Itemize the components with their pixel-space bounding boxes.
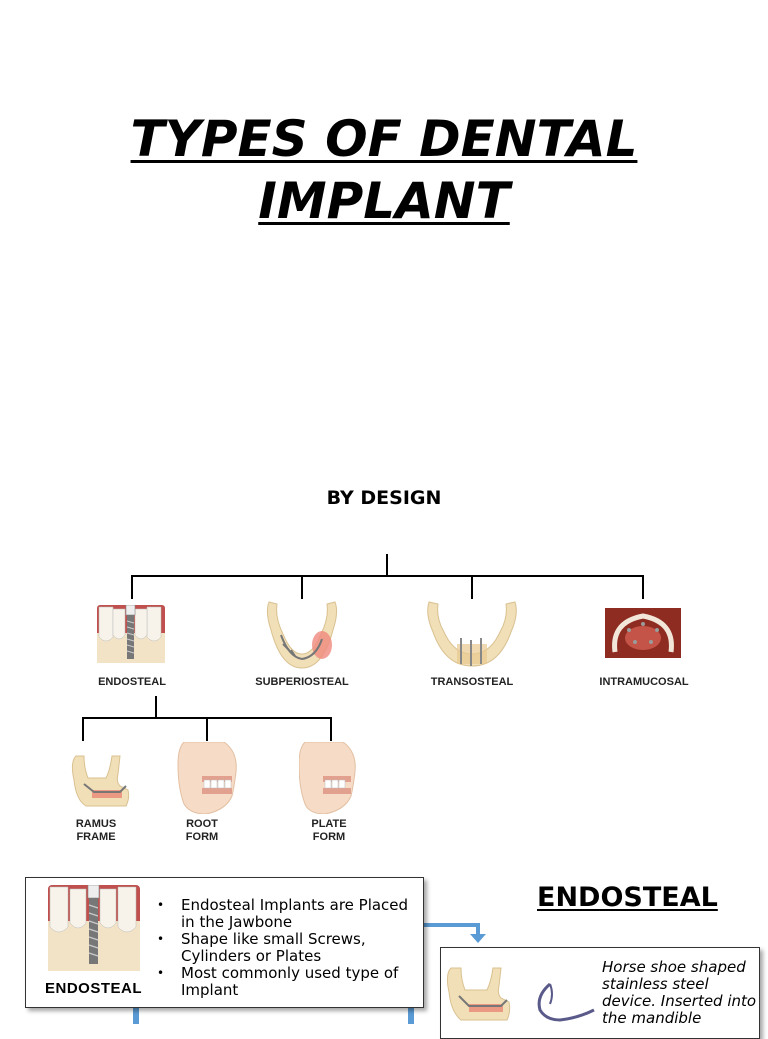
subperiosteal-jaw-icon [265, 600, 339, 674]
root-form-face-icon [176, 741, 238, 818]
ramus-frame-label-line-2: FRAME [76, 831, 116, 843]
horseshoe-device-icon [520, 980, 598, 1028]
title-line-1: TYPES OF DENTAL [130, 110, 638, 168]
transosteal-label: TRANSOSTEAL [430, 676, 514, 688]
plate-form-label-line-1: PLATE [311, 818, 347, 830]
endosteal-section-heading: ENDOSTEAL [537, 882, 718, 913]
subperiosteal-label: SUBPERIOSTEAL [255, 676, 349, 688]
page-title: TYPES OF DENTAL IMPLANT [0, 108, 768, 232]
ramus-frame-jaw-icon [70, 754, 132, 814]
endosteal-bullet-list: Endosteal Implants are Placed in the Jaw… [157, 897, 417, 999]
plate-form-face-icon [298, 741, 357, 818]
intramucosal-palate-icon [605, 608, 681, 662]
ramus-frame-box-jaw-icon [445, 966, 515, 1028]
endosteal-label: ENDOSTEAL [98, 676, 166, 688]
plate-form-label: PLATE FORM [289, 818, 369, 844]
root-form-label: ROOT FORM [162, 818, 242, 844]
bullet-item: Endosteal Implants are Placed in the Jaw… [157, 897, 417, 931]
ramus-frame-box-text: Horse shoe shaped stainless steel device… [602, 958, 757, 1027]
diagram-heading: BY DESIGN [326, 487, 442, 509]
intramucosal-label: INTRAMUCOSAL [599, 676, 689, 688]
endosteal-box-image-label: ENDOSTEAL [45, 980, 143, 997]
bullet-item: Shape like small Screws, Cylinders or Pl… [157, 931, 417, 965]
ramus-frame-label: RAMUS FRAME [56, 818, 136, 844]
ramus-frame-label-line-1: RAMUS [75, 818, 117, 830]
plate-form-label-line-2: FORM [312, 831, 346, 843]
title-line-2: IMPLANT [258, 172, 510, 230]
endosteal-box-implant-icon [48, 884, 140, 975]
root-form-label-line-2: FORM [185, 831, 219, 843]
bullet-item: Most commonly used type of Implant [157, 965, 417, 999]
root-form-label-line-1: ROOT [186, 818, 218, 830]
endosteal-implant-icon [97, 604, 165, 667]
transosteal-jaw-icon [425, 600, 519, 672]
